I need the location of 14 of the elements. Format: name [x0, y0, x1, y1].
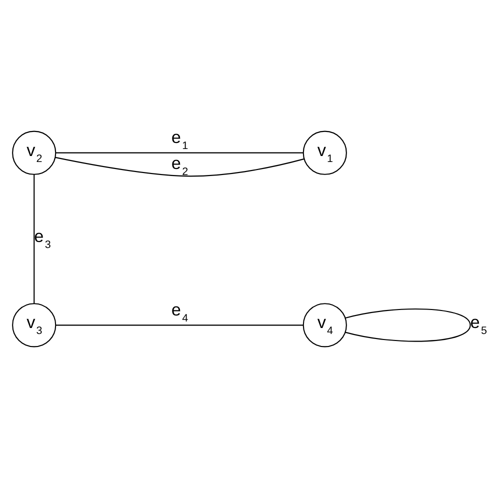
node-circle: v$_{2}$ [12, 130, 56, 175]
node-circle: v$_{3}$ [12, 303, 56, 348]
node-circle: v$_{1}$ [302, 130, 347, 175]
connector [55, 156, 304, 177]
edge-label: e$_{4}$ [171, 299, 188, 324]
connector [345, 308, 471, 342]
edge-label: e$_{5}$ [470, 312, 488, 338]
edge-label: e$_{1}$ [171, 126, 188, 152]
edge-label: e$_{3}$ [34, 226, 51, 252]
connector [56, 324, 304, 326]
connector [56, 152, 304, 154]
node-circle: v$_{4}$ [302, 303, 347, 348]
edge-label: e$_{2}$ [171, 152, 188, 178]
connector [34, 174, 35, 304]
